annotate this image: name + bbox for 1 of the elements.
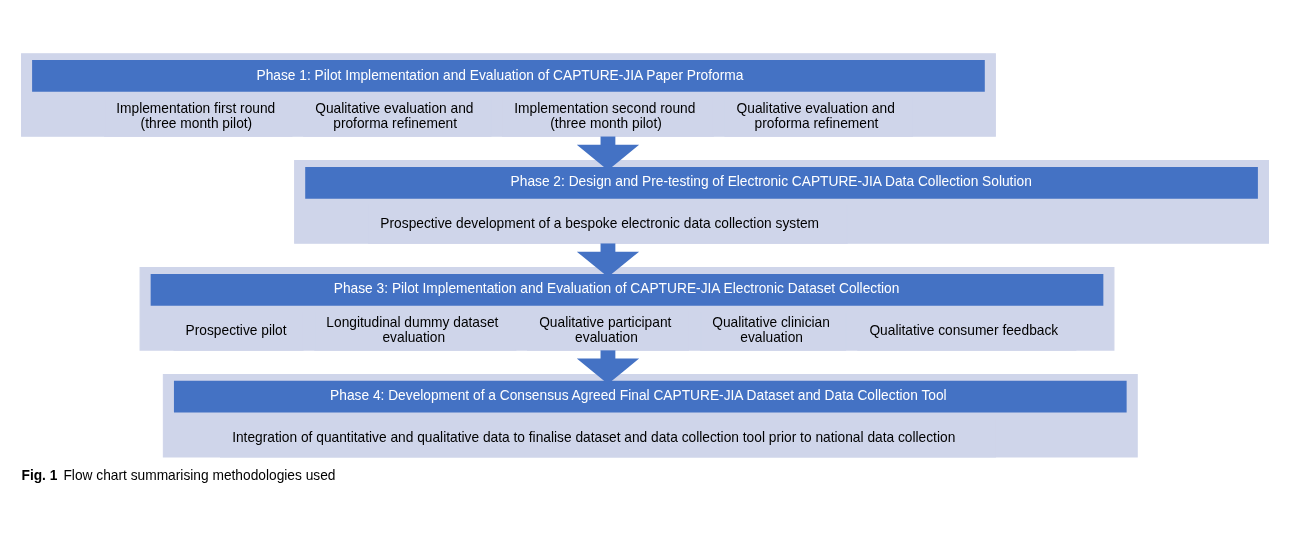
caption: Fig. 1 Flow chart summarising methodologies used	[21, 467, 336, 483]
